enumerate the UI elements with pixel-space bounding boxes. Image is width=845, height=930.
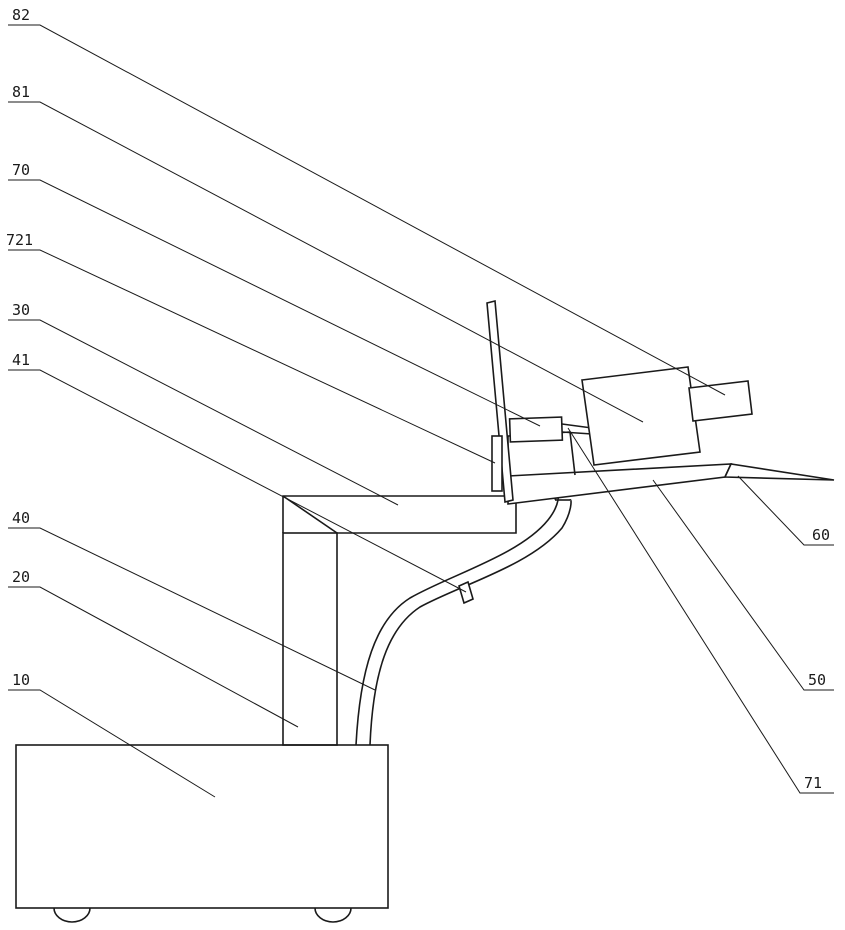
label-81: 81 xyxy=(12,83,30,101)
label-50: 50 xyxy=(808,671,826,689)
hose xyxy=(356,497,571,745)
label-82: 82 xyxy=(12,6,30,24)
hose-clamp xyxy=(459,582,473,603)
motor-housing xyxy=(582,367,700,465)
label-30: 30 xyxy=(12,301,30,319)
blade xyxy=(725,464,834,480)
label-70: 70 xyxy=(12,161,30,179)
label-60: 60 xyxy=(812,526,830,544)
actuator-block xyxy=(510,417,592,442)
label-20: 20 xyxy=(12,568,30,586)
wheel-left xyxy=(54,908,90,922)
motor-shaft xyxy=(689,381,752,421)
label-41: 41 xyxy=(12,351,30,369)
label-721: 721 xyxy=(6,231,33,249)
column xyxy=(283,533,337,745)
base-box xyxy=(16,745,388,922)
label-71: 71 xyxy=(804,774,822,792)
wheel-right xyxy=(315,908,351,922)
label-40: 40 xyxy=(12,509,30,527)
label-10: 10 xyxy=(12,671,30,689)
bracket-block xyxy=(492,436,502,491)
